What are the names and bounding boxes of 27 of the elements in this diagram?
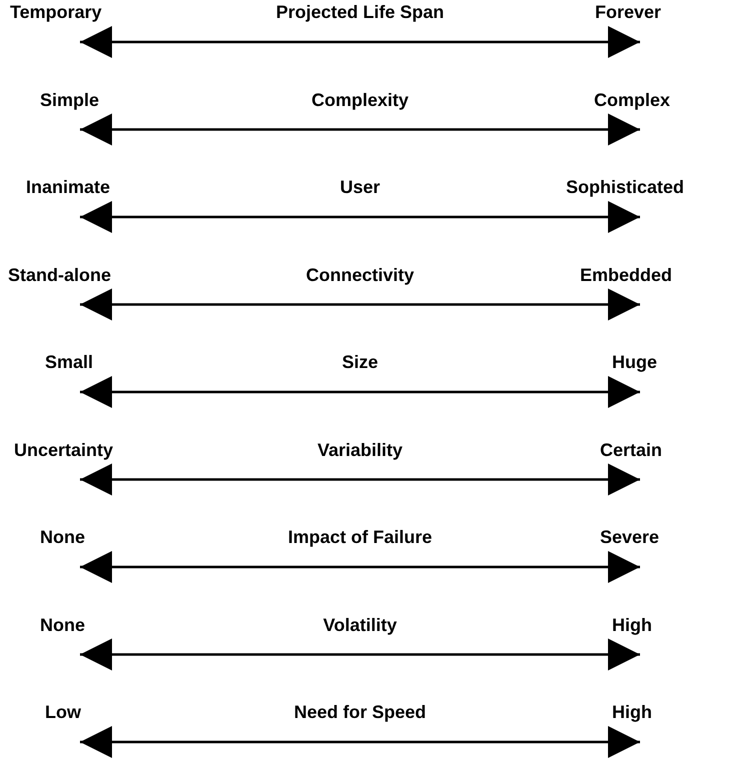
double-arrow: [80, 201, 640, 233]
scale-end-label: Low: [45, 702, 81, 723]
scale-end-label: Inanimate: [26, 177, 110, 198]
scale-end-label: Stand-alone: [8, 264, 112, 286]
scale-end-label: High: [612, 614, 652, 636]
scale-end-label: Embedded: [580, 264, 672, 286]
scale-end-label: Sophisticated: [566, 177, 684, 198]
scale-end-label: Uncertainty: [14, 440, 114, 460]
scale-end-label: None: [40, 614, 85, 636]
double-arrow: [80, 376, 640, 408]
scale-end-label: High: [612, 702, 652, 723]
scale-end-label: Severe: [600, 527, 660, 548]
double-arrow: [80, 288, 640, 320]
double-arrow: [80, 26, 640, 58]
double-arrow: [80, 726, 640, 758]
double-arrow: [80, 638, 640, 670]
scale-end-label: Small: [45, 352, 94, 373]
scale-end-label: Temporary: [10, 2, 102, 23]
scale-end-label: Forever: [595, 2, 662, 23]
double-arrow: [80, 464, 640, 496]
scale-end-label: Simple: [40, 90, 100, 110]
double-arrow: [80, 114, 640, 146]
scale-end-label: Huge: [612, 352, 657, 373]
double-arrow: [80, 551, 640, 583]
scale-end-label: Certain: [600, 440, 662, 460]
scale-end-label: None: [40, 527, 85, 548]
scale-end-label: Complex: [594, 90, 670, 110]
